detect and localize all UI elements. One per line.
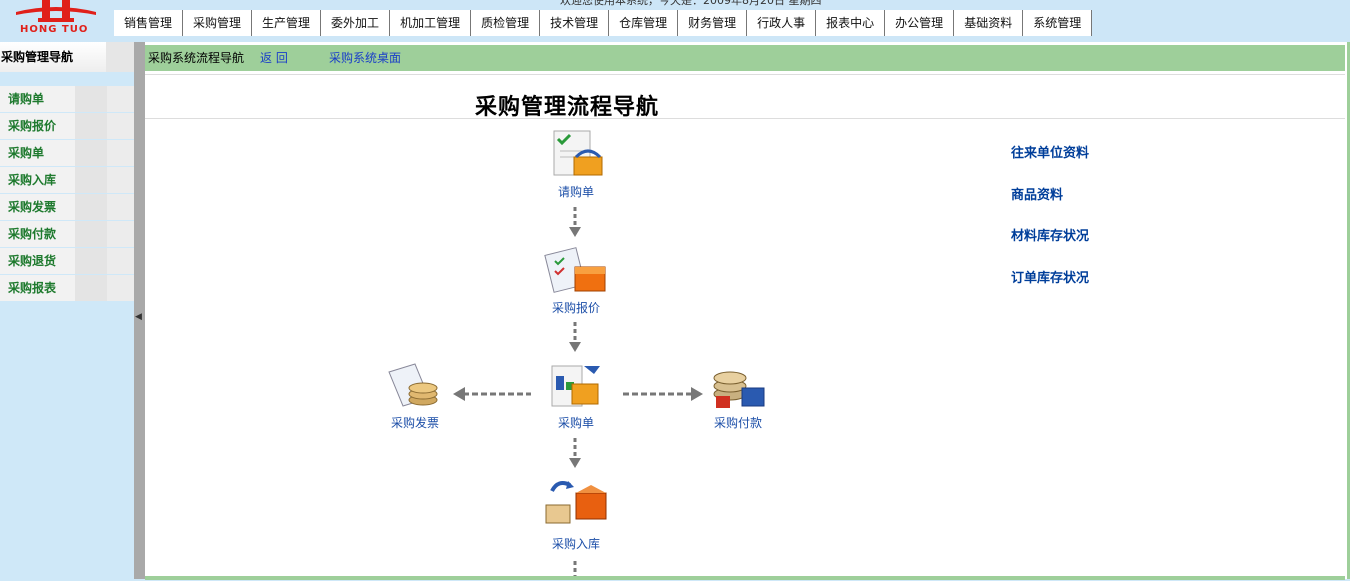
sidebar-title-text: 采购管理导航 bbox=[1, 50, 74, 64]
sidebar-list: 请购单 采购报价 采购单 采购入库 采购发票 采购付款 采购退货 采购报表 bbox=[0, 86, 134, 301]
menu-item-basic-data[interactable]: 基础资料 bbox=[954, 10, 1024, 36]
bottom-bar bbox=[145, 576, 1345, 580]
menu-item-warehouse[interactable]: 仓库管理 bbox=[609, 10, 679, 36]
menu-item-system[interactable]: 系统管理 bbox=[1023, 10, 1093, 36]
sidebar-title: 采购管理导航 bbox=[0, 42, 134, 72]
arrow-right-icon bbox=[623, 387, 703, 401]
flow-node-invoice[interactable]: 采购发票 bbox=[370, 358, 460, 431]
arrow-down-icon bbox=[569, 322, 581, 352]
menu-item-sales[interactable]: 销售管理 bbox=[114, 10, 184, 36]
main-menu: 销售管理 采购管理 生产管理 委外加工 机加工管理 质检管理 技术管理 仓库管理… bbox=[114, 10, 1093, 36]
link-business-partners[interactable]: 往来单位资料 bbox=[1011, 146, 1090, 161]
flow-node-stockin[interactable]: 采购入库 bbox=[531, 479, 621, 552]
sidebar-item-quote[interactable]: 采购报价 bbox=[0, 113, 134, 139]
collapse-arrow-icon[interactable]: ◀ bbox=[135, 312, 142, 322]
menu-item-production[interactable]: 生产管理 bbox=[252, 10, 322, 36]
top-bar: HONG TUO 欢迎您使用本系统，今天是：2009年8月20日 星期四 销售管… bbox=[0, 0, 1350, 42]
title-divider bbox=[145, 118, 1345, 119]
flow-node-order[interactable]: 采购单 bbox=[531, 358, 621, 431]
sidebar-item-stockin[interactable]: 采购入库 bbox=[0, 167, 134, 193]
sidebar-item-payment[interactable]: 采购付款 bbox=[0, 221, 134, 247]
menu-item-quality[interactable]: 质检管理 bbox=[471, 10, 541, 36]
purchase-invoice-icon bbox=[388, 363, 438, 407]
link-product-data[interactable]: 商品资料 bbox=[1011, 188, 1064, 203]
flow-node-request[interactable]: 请购单 bbox=[531, 127, 621, 200]
company-logo: HONG TUO bbox=[8, 0, 104, 40]
arrow-down-icon bbox=[569, 438, 581, 468]
main-panel: 采购系统流程导航 返 回 采购系统桌面 采购管理流程导航 请购单 bbox=[145, 42, 1350, 581]
sidebar-item-request[interactable]: 请购单 bbox=[0, 86, 134, 112]
flow-content: 采购管理流程导航 请购单 bbox=[145, 74, 1345, 581]
purchase-payment-icon bbox=[713, 371, 765, 408]
arrow-left-icon bbox=[453, 387, 531, 401]
purchase-stockin-icon bbox=[545, 481, 607, 524]
menu-item-outsource[interactable]: 委外加工 bbox=[321, 10, 391, 36]
sidebar: 采购管理导航 请购单 采购报价 采购单 采购入库 采购发票 采购付款 采购退货 … bbox=[0, 42, 134, 579]
top-info-text: 欢迎您使用本系统，今天是：2009年8月20日 星期四 bbox=[560, 0, 822, 7]
menu-item-finance[interactable]: 财务管理 bbox=[678, 10, 748, 36]
flow-node-order-label: 采购单 bbox=[557, 416, 594, 430]
menu-item-reports[interactable]: 报表中心 bbox=[816, 10, 886, 36]
flow-node-quote[interactable]: 采购报价 bbox=[531, 243, 621, 316]
flow-node-invoice-label: 采购发票 bbox=[390, 416, 439, 430]
menu-item-hr[interactable]: 行政人事 bbox=[747, 10, 817, 36]
logo-mark-icon bbox=[16, 0, 96, 22]
purchase-order-icon bbox=[551, 365, 600, 407]
navbar-title: 采购系统流程导航 bbox=[148, 51, 245, 65]
menu-item-technology[interactable]: 技术管理 bbox=[540, 10, 610, 36]
flow-node-quote-label: 采购报价 bbox=[551, 301, 600, 315]
flow-navbar: 采购系统流程导航 返 回 采购系统桌面 bbox=[145, 45, 1345, 71]
sidebar-item-invoice[interactable]: 采购发票 bbox=[0, 194, 134, 220]
desktop-link[interactable]: 采购系统桌面 bbox=[329, 51, 402, 65]
logo-text: HONG TUO bbox=[20, 24, 89, 35]
page-title: 采购管理流程导航 bbox=[475, 94, 660, 120]
flow-node-payment-label: 采购付款 bbox=[713, 416, 762, 430]
menu-item-machining[interactable]: 机加工管理 bbox=[390, 10, 472, 36]
right-border bbox=[1347, 42, 1350, 579]
link-material-stock[interactable]: 材料库存状况 bbox=[1011, 229, 1090, 244]
sidebar-item-order[interactable]: 采购单 bbox=[0, 140, 134, 166]
flow-node-stockin-label: 采购入库 bbox=[551, 537, 600, 551]
flow-node-request-label: 请购单 bbox=[557, 185, 594, 199]
sidebar-splitter[interactable]: ◀ bbox=[134, 42, 145, 579]
arrow-down-icon bbox=[569, 207, 581, 237]
purchase-quote-icon bbox=[544, 247, 606, 293]
purchase-request-icon bbox=[553, 130, 603, 176]
menu-item-office[interactable]: 办公管理 bbox=[885, 10, 955, 36]
sidebar-item-return[interactable]: 采购退货 bbox=[0, 248, 134, 274]
menu-item-purchase[interactable]: 采购管理 bbox=[183, 10, 253, 36]
sidebar-item-report[interactable]: 采购报表 bbox=[0, 275, 134, 301]
flow-node-payment[interactable]: 采购付款 bbox=[693, 358, 783, 431]
back-link[interactable]: 返 回 bbox=[260, 51, 288, 65]
link-order-stock[interactable]: 订单库存状况 bbox=[1011, 271, 1090, 286]
